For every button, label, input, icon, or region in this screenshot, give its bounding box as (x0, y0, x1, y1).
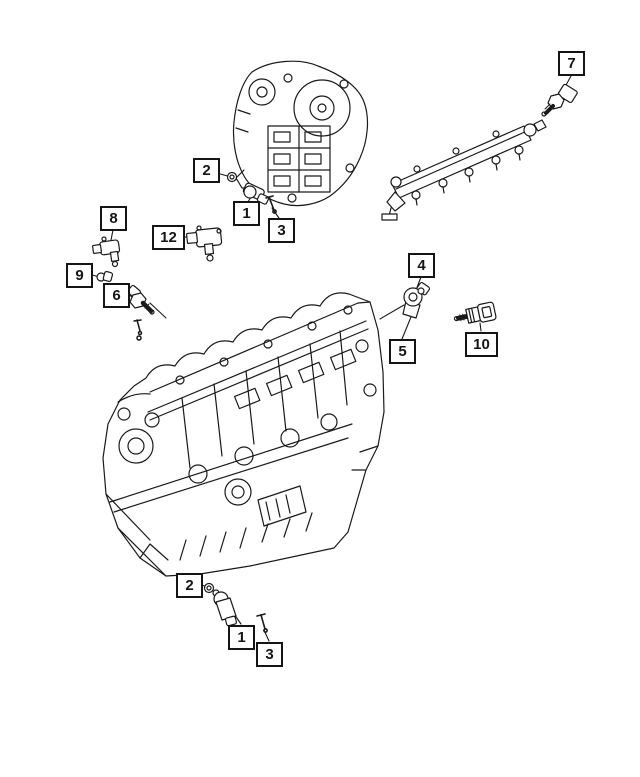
part-sensor-1-top-art (226, 171, 270, 205)
part-map-sensor-8-art (92, 236, 121, 268)
part-bolt-3-top-art (265, 195, 277, 214)
callout-12[interactable]: 12 (152, 225, 185, 250)
callout-4[interactable]: 4 (408, 253, 435, 278)
part-bolt-3-bottom-art (256, 613, 268, 633)
callout-5[interactable]: 5 (389, 339, 416, 364)
part-grommet-9-art (96, 270, 114, 283)
fuel-rail-art (381, 119, 547, 221)
callout-3-top[interactable]: 3 (268, 218, 295, 243)
callout-3-bottom[interactable]: 3 (256, 642, 283, 667)
part-sensor-6-art (127, 284, 155, 315)
callout-8[interactable]: 8 (100, 206, 127, 231)
callout-2-top[interactable]: 2 (193, 158, 220, 183)
part-pressure-sensor-7-art (541, 83, 578, 117)
callout-6[interactable]: 6 (103, 283, 130, 308)
part-cam-sensor-4-art (402, 282, 431, 319)
gear-housing-art (232, 60, 369, 207)
engine-block-art (102, 292, 385, 577)
part-crank-sensor-1-bottom-art (212, 589, 238, 627)
callout-7[interactable]: 7 (558, 51, 585, 76)
callout-1-bottom[interactable]: 1 (228, 625, 255, 650)
callout-9[interactable]: 9 (66, 263, 93, 288)
callout-1-top[interactable]: 1 (233, 201, 260, 226)
part-oring-2-bottom-art (203, 582, 215, 594)
callout-10[interactable]: 10 (465, 332, 498, 357)
part-stud-below-6-art (133, 319, 143, 341)
part-rail-sensor-10-art (453, 301, 497, 324)
callout-2-bottom[interactable]: 2 (176, 573, 203, 598)
part-map-sensor-12-art (186, 225, 223, 262)
